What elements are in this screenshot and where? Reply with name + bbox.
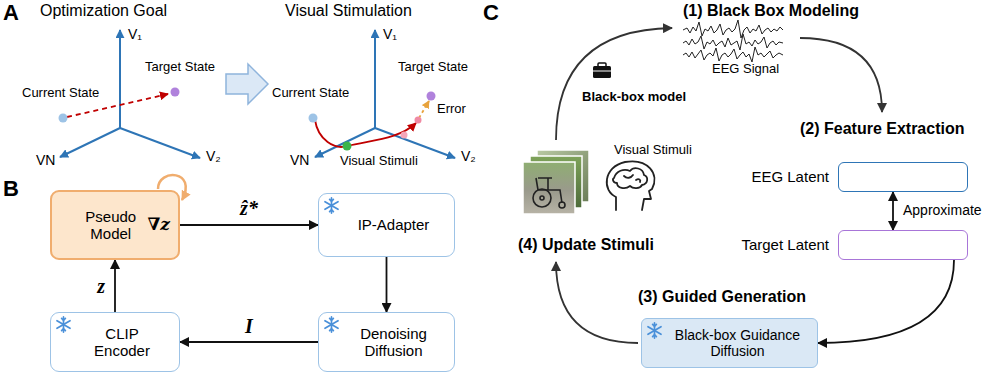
edge-label: Approximate bbox=[901, 203, 984, 218]
panel-title: Optimization Goal bbox=[40, 2, 167, 20]
panel-title: Visual Stimulation bbox=[285, 2, 412, 20]
node-text: CLIP Encoder bbox=[83, 325, 161, 360]
stimuli-label: Visual Stimuli bbox=[614, 143, 692, 158]
error-label: Error bbox=[437, 102, 466, 117]
node-text: Target Latent bbox=[741, 236, 829, 253]
connector bbox=[892, 192, 894, 230]
connector bbox=[818, 260, 954, 343]
signal-label: EEG Signal bbox=[712, 62, 779, 77]
trainable-model-box: Pseudo Model ∇z bbox=[50, 190, 180, 260]
axis-label: VN bbox=[290, 152, 309, 168]
step-title: (2) Feature Extraction bbox=[800, 120, 964, 138]
state-label: Current State bbox=[272, 86, 349, 101]
connector bbox=[386, 257, 388, 312]
frozen-module-box: Denoising Diffusion bbox=[318, 312, 455, 372]
connector bbox=[180, 224, 318, 226]
frozen-module-box: CLIP Encoder bbox=[50, 312, 180, 372]
latent-box: Target Latent bbox=[838, 230, 968, 260]
axis-label: V₁ bbox=[383, 26, 397, 42]
state-label: Target State bbox=[145, 60, 215, 75]
panel-letter: B bbox=[3, 176, 19, 201]
edge-label: ẑ* bbox=[238, 197, 260, 219]
step-title: (4) Update Stimuli bbox=[518, 236, 654, 254]
node-text: Denoising Diffusion bbox=[345, 325, 442, 360]
node-text: Pseudo Model bbox=[82, 208, 140, 243]
step-title: (1) Black Box Modeling bbox=[683, 2, 859, 20]
latent-box: EEG Latent bbox=[838, 162, 968, 192]
edge-label: z bbox=[95, 275, 107, 297]
axis-label: VN bbox=[36, 152, 55, 168]
edge-label: I bbox=[243, 315, 255, 337]
node-text: IP-Adapter bbox=[358, 216, 430, 233]
model-label: Black-box model bbox=[582, 90, 686, 105]
state-label: Target State bbox=[398, 60, 468, 75]
node-text: ∇z bbox=[148, 215, 170, 235]
node-text: Black-box Guidance Diffusion bbox=[668, 327, 807, 359]
step-title: (3) Guided Generation bbox=[638, 288, 806, 306]
frozen-module-box: IP-Adapter bbox=[318, 193, 455, 257]
guidance-box: Black-box Guidance Diffusion bbox=[641, 318, 818, 368]
panel-letter: A bbox=[3, 0, 19, 25]
axis-label: V₁ bbox=[128, 26, 142, 42]
axis-label: V₂ bbox=[206, 148, 221, 164]
node-text: EEG Latent bbox=[751, 168, 829, 185]
panel-letter: C bbox=[483, 0, 499, 25]
connector bbox=[114, 260, 116, 312]
axis-label: V₂ bbox=[461, 148, 476, 164]
curve-label: Visual Stimuli bbox=[340, 154, 418, 169]
state-label: Current State bbox=[22, 86, 99, 101]
connector bbox=[180, 341, 318, 343]
